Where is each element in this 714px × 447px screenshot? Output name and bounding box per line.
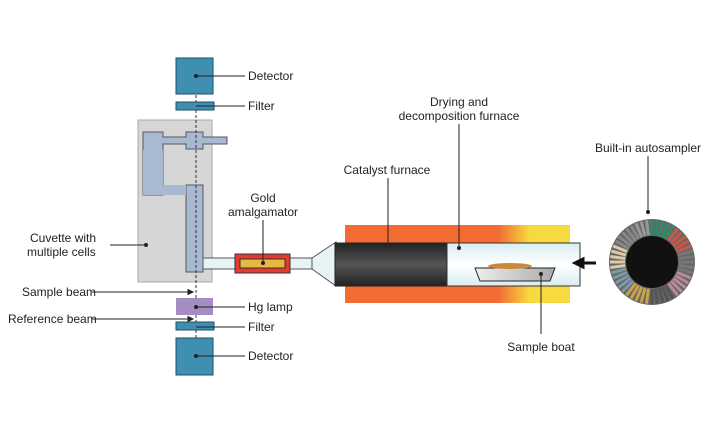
sample-tube [610,264,626,269]
sample-tube [629,284,640,300]
label-detector-top: Detector [248,69,293,83]
sample [488,263,532,269]
filter-bottom [175,321,215,331]
sample-tube [611,249,627,257]
autosampler-hub [626,236,678,288]
sample-tube [611,267,627,275]
label-reference-beam: Reference beam [8,312,97,326]
sample-tube [670,231,683,244]
sample-tube [614,274,630,285]
sample-tube [612,244,628,254]
sample-tube [654,288,659,304]
label-filter-bottom: Filter [248,320,275,334]
sample-tube [657,221,665,237]
label-drying-2: decomposition furnace [399,109,520,123]
sample-tube [676,244,692,254]
label-cuvette-1: Cuvette with [30,231,96,245]
sample-tube [629,224,640,240]
sample-tube [676,270,692,280]
sample-tube [621,280,634,293]
sample-tube [672,235,687,247]
label-sample-beam: Sample beam [22,285,96,299]
cone [311,241,337,287]
sample-tube [657,287,665,303]
sample-tube [625,227,637,242]
sample-tube [645,220,650,236]
sample-tube [621,231,634,244]
leader-lines [92,74,650,358]
sample-tube [664,224,675,240]
sample-tube [660,222,670,238]
sample-tube [610,255,626,260]
label-hg-lamp: Hg lamp [248,300,293,314]
sample-tube [678,264,694,269]
label-detector-bottom: Detector [248,349,293,363]
sample-tube [667,282,679,297]
label-sample-boat: Sample boat [507,340,575,354]
label-autosampler: Built-in autosampler [595,141,701,155]
label-drying-1: Drying and [430,95,488,109]
sample-tube [678,255,694,260]
sample-tube [634,286,644,302]
sample-tube [617,277,632,289]
sample-tube [677,267,693,275]
autosampler [609,219,695,305]
cuvette-block [137,119,228,283]
sample-tube [617,235,632,247]
label-filter-top: Filter [248,99,275,113]
label-gold-1: Gold [250,191,275,205]
sample-tube [639,221,647,237]
sample-tube [634,222,644,238]
sample-tube [664,284,675,300]
sample-tube [645,288,650,304]
label-cuvette-2: multiple cells [27,245,96,259]
catalyst-tube [334,242,448,287]
sample-tube [639,287,647,303]
sample-tube [674,239,690,250]
label-catalyst-furnace: Catalyst furnace [344,163,431,177]
sample-tube [677,249,693,257]
sample-tube [670,280,683,293]
sample-tube [672,277,687,289]
sample-tube [614,239,630,250]
sample-tube [612,270,628,280]
sample-tube [660,286,670,302]
sample-tube [625,282,637,297]
label-gold-2: amalgamator [228,205,298,219]
sample-tube [667,227,679,242]
sample-tube [674,274,690,285]
sample-tube [654,220,659,236]
feed-arrow [571,256,596,270]
sample-boat [474,267,556,282]
